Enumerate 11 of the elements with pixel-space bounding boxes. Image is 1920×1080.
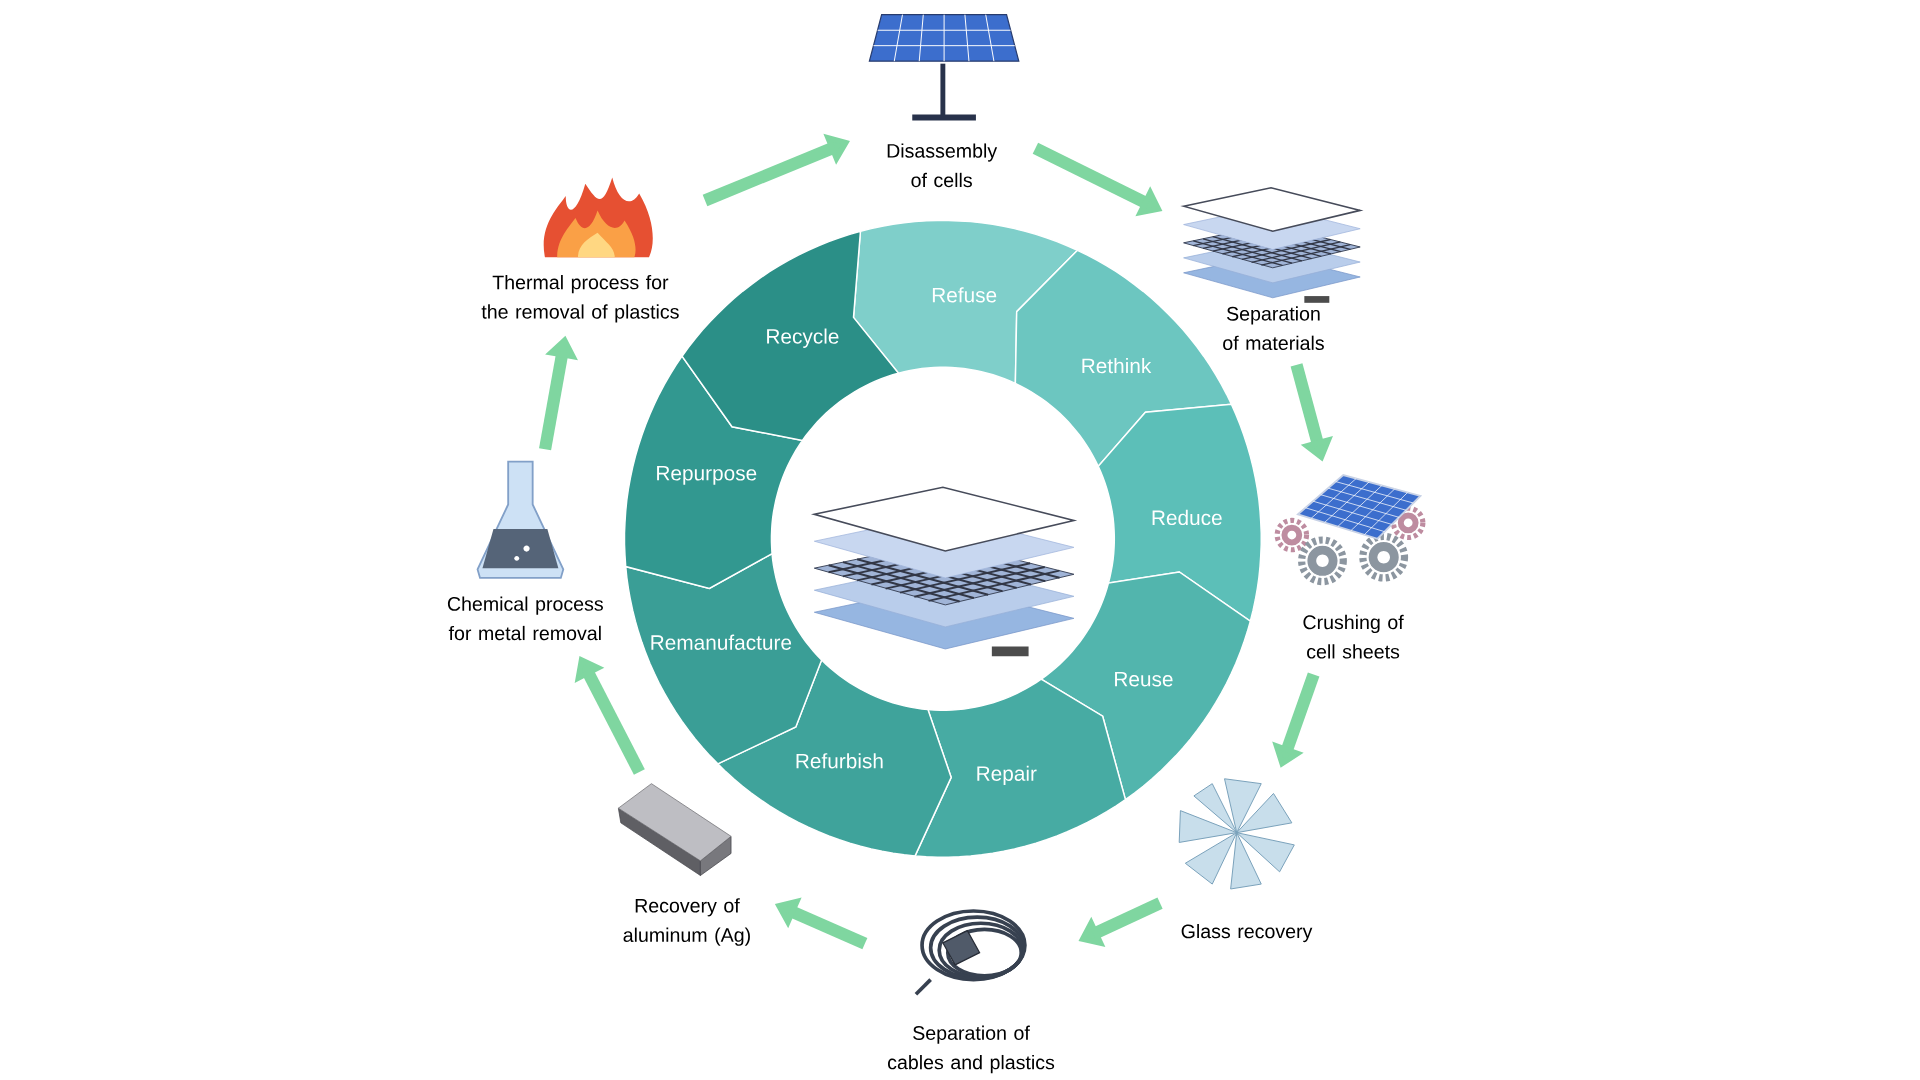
ring-segment: Repurpose — [623, 354, 804, 590]
step-label: Disassembly of cells — [887, 143, 998, 188]
step-label: Thermal process for the removal of plastics — [481, 274, 679, 323]
ring-segment: Reduce — [1097, 403, 1262, 623]
step-label: Recovery of aluminum (Ag) — [623, 898, 750, 946]
step-label: Crushing of cell sheets — [1303, 614, 1404, 659]
step-label: Chemical process for metal removal — [447, 596, 603, 641]
ring-segment: Recycle — [681, 230, 900, 442]
step-label: Glass recovery — [1181, 923, 1313, 943]
ring-segment: Refuse — [852, 219, 1079, 385]
step-label: Separation of cables and plastics — [888, 1025, 1055, 1074]
